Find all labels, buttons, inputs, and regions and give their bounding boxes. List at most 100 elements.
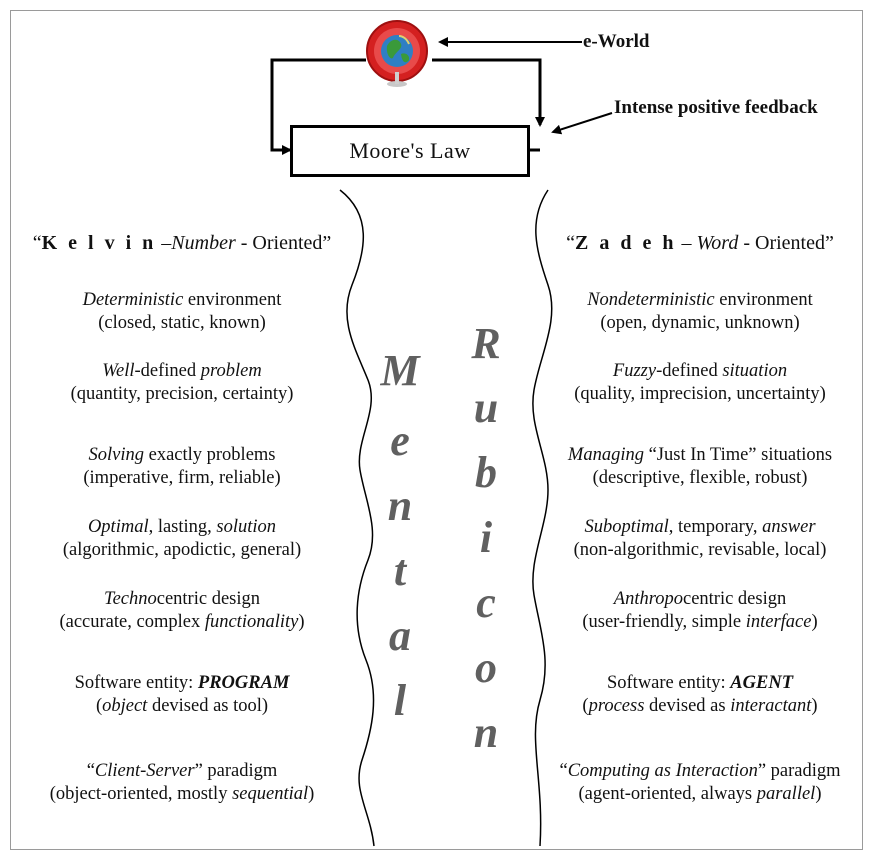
segment-text: ” paradigm xyxy=(194,761,278,781)
segment-text: answer xyxy=(762,517,816,537)
segment-text: Nondeterministic xyxy=(587,290,715,310)
zadeh-heading-oriented: - Oriented” xyxy=(738,232,834,254)
left-item-7: “Client-Server” paradigm (object-oriented… xyxy=(12,760,352,806)
segment-text: problem xyxy=(200,361,262,381)
moores-law-box: Moore's Law xyxy=(290,125,530,177)
loop-left-path xyxy=(270,58,366,155)
left-item-6: Software entity: PROGRAM(object devised … xyxy=(12,672,352,718)
mental-letter: M xyxy=(380,346,420,395)
mental-letter: t xyxy=(393,546,407,595)
item-detail-text: (descriptive, flexible, robust) xyxy=(592,468,808,488)
mental-letter: e xyxy=(390,416,410,465)
item-detail-text: (non-algorithmic, revisable, local) xyxy=(573,540,827,560)
kelvin-heading-number: Number xyxy=(171,232,236,254)
item-detail-text: (quantity, precision, certainty) xyxy=(70,384,294,404)
segment-text: ( xyxy=(95,696,103,716)
left-wavy-divider xyxy=(339,189,375,847)
segment-text: Optimal xyxy=(87,517,149,537)
segment-text: parallel xyxy=(756,784,816,804)
segment-text: functionality xyxy=(204,612,299,632)
segment-text: “Just In Time” situations xyxy=(643,445,833,465)
segment-text: Fuzzy xyxy=(612,361,657,381)
segment-text: Deterministic xyxy=(82,290,184,310)
right-item-5: Anthropocentric design (user-friendly, si… xyxy=(530,588,870,634)
mental-letter: a xyxy=(389,611,411,660)
zadeh-heading-name: Z a d e h xyxy=(575,232,677,254)
segment-text: environment xyxy=(714,290,813,310)
segment-text: Well xyxy=(102,361,135,381)
segment-text: Client-Server xyxy=(94,761,195,781)
segment-text: (user-friendly, simple xyxy=(582,612,746,632)
segment-text: -defined xyxy=(656,361,723,381)
segment-text: (agent-oriented, always xyxy=(578,784,757,804)
segment-text: devised as xyxy=(644,696,731,716)
mental-letter: n xyxy=(387,481,413,530)
segment-text: “ xyxy=(86,761,95,781)
item-detail-text: (quality, imprecision, uncertainty) xyxy=(574,384,826,404)
right-item-2: Fuzzy-defined situation (quality, impreci… xyxy=(530,360,870,406)
kelvin-heading-oriented: - Oriented” xyxy=(235,232,332,254)
item-detail-text: (open, dynamic, unknown) xyxy=(600,313,800,333)
zadeh-heading-word: Word xyxy=(696,232,739,254)
kelvin-heading-quote: “ xyxy=(32,232,42,254)
zadeh-heading-dash: – xyxy=(676,232,697,254)
feedback-label: Intense positive feedback xyxy=(614,97,818,118)
segment-text: , lasting, xyxy=(148,517,217,537)
right-item-4: Suboptimal, temporary, answer (non-algori… xyxy=(530,516,870,562)
globe-icon xyxy=(365,18,429,90)
segment-text: devised as tool) xyxy=(147,696,269,716)
segment-text: PROGRAM xyxy=(197,673,290,693)
segment-text: , temporary, xyxy=(668,517,763,537)
left-item-1: Deterministic environment(closed, static… xyxy=(12,289,352,335)
segment-text: solution xyxy=(216,517,277,537)
segment-text: AGENT xyxy=(730,673,793,693)
segment-text: Computing as Interaction xyxy=(567,761,758,781)
segment-text: -defined xyxy=(134,361,201,381)
right-item-7: “Computing as Interaction” paradigm(agen… xyxy=(530,760,870,806)
segment-text: centric design xyxy=(682,589,787,609)
kelvin-heading: “K e l v i n –Number - Oriented” xyxy=(12,232,352,255)
segment-text: interactant xyxy=(730,696,812,716)
segment-text: ” paradigm xyxy=(757,761,841,781)
mental-letter: l xyxy=(393,676,407,725)
zadeh-heading: “Z a d e h – Word - Oriented” xyxy=(530,232,870,255)
segment-text: Suboptimal xyxy=(584,517,669,537)
right-item-3: Managing “Just In Time” situations (descr… xyxy=(530,444,870,490)
left-item-2: Well-defined problem (quantity, precision… xyxy=(12,360,352,406)
feedback-pointer-arrow xyxy=(551,112,613,135)
item-detail-text: (closed, static, known) xyxy=(98,313,266,333)
right-item-6: Software entity: AGENT(process devised a… xyxy=(530,672,870,718)
segment-text: situation xyxy=(722,361,788,381)
segment-text: ) xyxy=(298,612,305,632)
segment-text: Solving xyxy=(88,445,144,465)
segment-text: ) xyxy=(308,784,315,804)
outer-frame xyxy=(10,10,863,850)
item-detail-text: (algorithmic, apodictic, general) xyxy=(62,540,302,560)
rubicon-letter: c xyxy=(476,578,496,627)
segment-text: Anthropo xyxy=(613,589,683,609)
eworld-label: e-World xyxy=(583,31,650,52)
kelvin-heading-dash: – xyxy=(156,232,172,254)
left-item-5: Technocentric design(accurate, complex f… xyxy=(12,588,352,634)
segment-text: (object-oriented, mostly xyxy=(49,784,233,804)
rubicon-letter: i xyxy=(479,513,493,562)
zadeh-heading-quote: “ xyxy=(566,232,576,254)
kelvin-heading-name: K e l v i n xyxy=(41,232,157,254)
right-wavy-divider xyxy=(532,189,553,847)
segment-text: ( xyxy=(582,696,589,716)
rubicon-letter: u xyxy=(473,383,499,432)
segment-text: interface xyxy=(745,612,812,632)
segment-text: Managing xyxy=(567,445,644,465)
segment-text: “ xyxy=(559,761,568,781)
item-detail-text: (imperative, firm, reliable) xyxy=(83,468,281,488)
segment-text: object xyxy=(102,696,148,716)
left-item-3: Solving exactly problems(imperative, fir… xyxy=(12,444,352,490)
rubicon-letter: o xyxy=(475,643,497,692)
loop-right-path xyxy=(432,58,545,127)
rubicon-letter: R xyxy=(471,319,501,368)
segment-text: sequential xyxy=(232,784,309,804)
rubicon-letter: n xyxy=(473,708,499,757)
segment-text: (accurate, complex xyxy=(59,612,205,632)
